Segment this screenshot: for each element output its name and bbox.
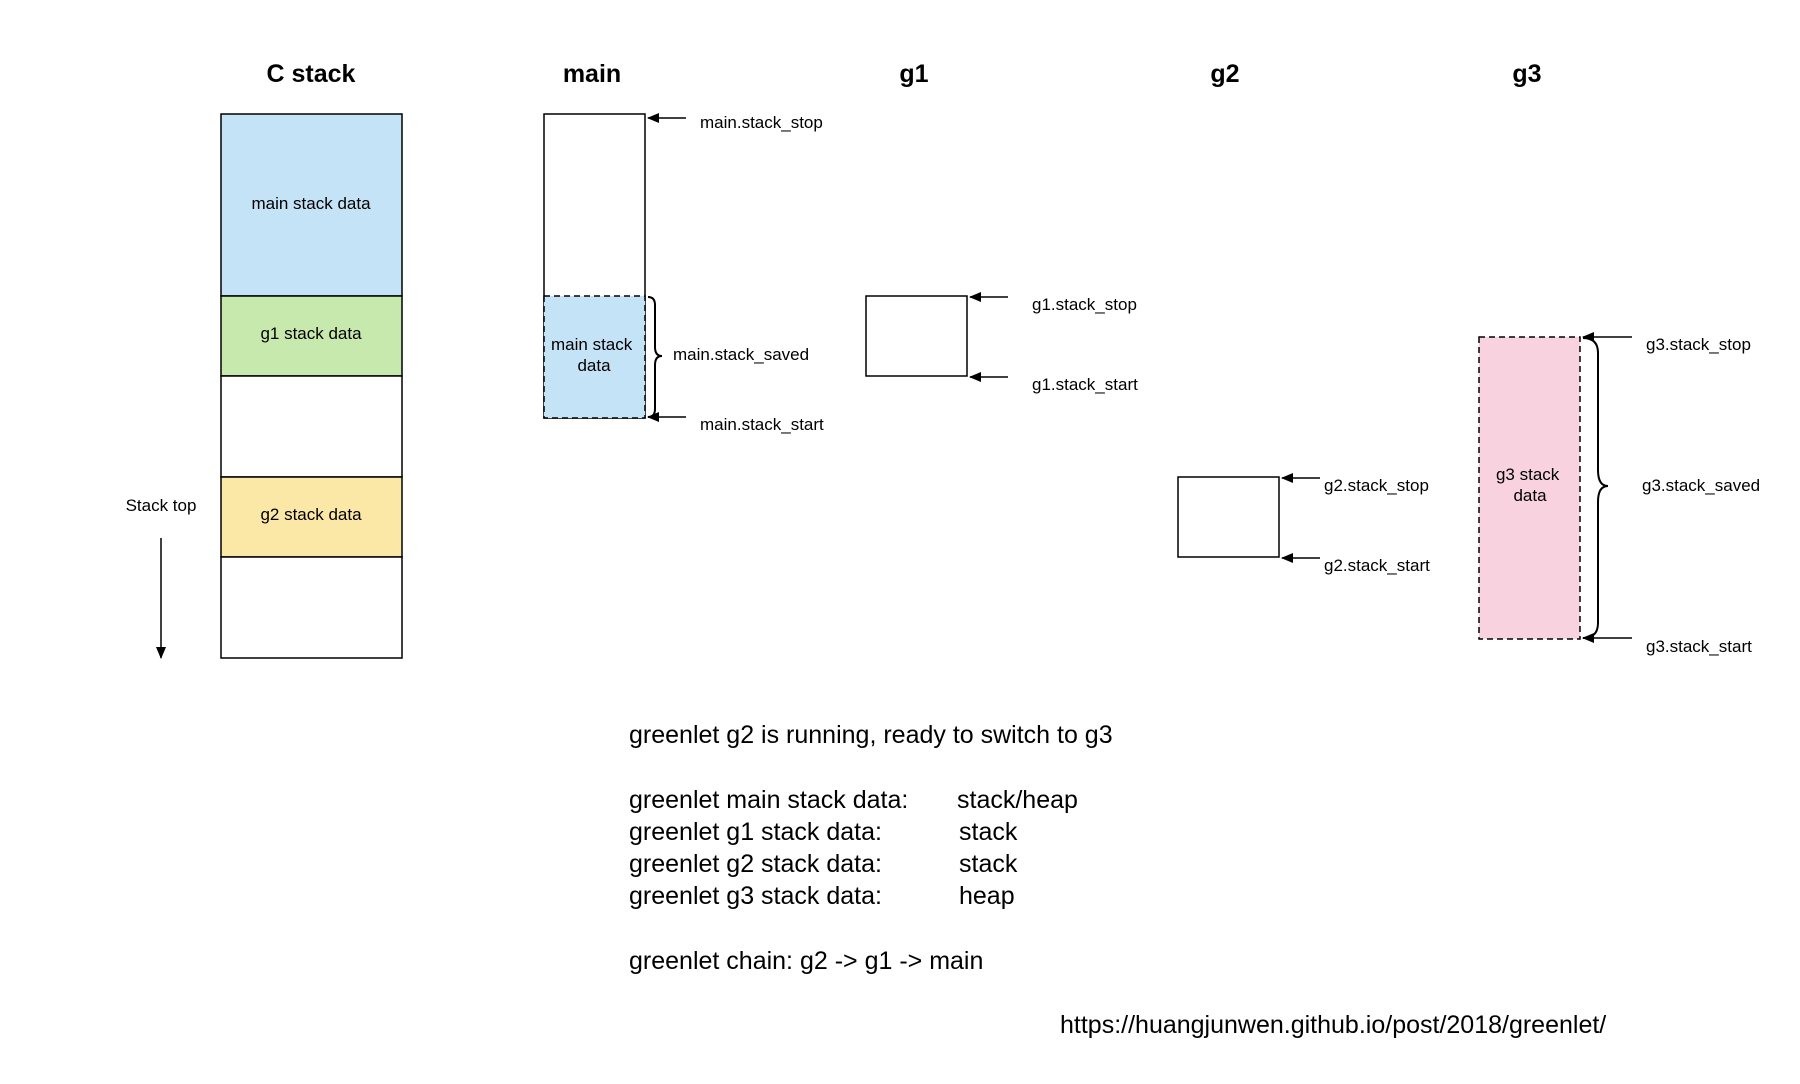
c-stack-header: C stack — [267, 60, 356, 88]
g3-column: g3 stack data g3.stack_stop g3.stack_sav… — [1478, 332, 1760, 656]
c-stack-main-segment — [220, 113, 403, 297]
c-stack-empty-segment-2 — [220, 556, 403, 659]
g1-stack-box — [865, 295, 968, 377]
g3-header: g3 — [1512, 60, 1541, 88]
main-stack-stop-label: main.stack_stop — [700, 113, 823, 132]
g3-stack-saved-label: g3.stack_saved — [1642, 476, 1760, 495]
row-g3-value: heap — [959, 882, 1015, 910]
g3-stack-saved-brace — [1582, 337, 1609, 639]
main-stack-saved-brace — [647, 296, 663, 418]
main-column: main stack data main.stack_stop main.sta… — [543, 113, 824, 434]
g3-stack-start-label: g3.stack_start — [1646, 637, 1752, 656]
g2-stack-start-label: g2.stack_start — [1324, 556, 1430, 575]
c-stack-column: main stack data g1 stack data g2 stack d… — [126, 113, 403, 659]
row-g2-value: stack — [959, 850, 1018, 878]
row-g3-label: greenlet g3 stack data: — [629, 882, 882, 910]
g2-stack-stop-label: g2.stack_stop — [1324, 476, 1429, 495]
source-url: https://huangjunwen.github.io/post/2018/… — [1060, 1011, 1607, 1039]
row-main-label: greenlet main stack data: — [629, 786, 909, 814]
g2-header: g2 — [1210, 60, 1239, 88]
main-header: main — [563, 60, 621, 88]
c-stack-main-label: main stack data — [251, 194, 371, 213]
g2-column: g2.stack_stop g2.stack_start — [1177, 473, 1430, 575]
c-stack-g2-segment — [220, 476, 403, 558]
main-stack-saved-label: main.stack_saved — [673, 345, 809, 364]
g1-stack-start-label: g1.stack_start — [1032, 375, 1138, 394]
g1-column: g1.stack_stop g1.stack_start — [865, 292, 1138, 394]
g3-saved-region — [1478, 336, 1581, 640]
greenlet-chain-text: greenlet chain: g2 -> g1 -> main — [629, 947, 984, 975]
status-text: greenlet g2 is running, ready to switch … — [629, 721, 1113, 749]
row-g2-label: greenlet g2 stack data: — [629, 850, 882, 878]
c-stack-g1-segment — [220, 295, 403, 377]
main-saved-label: main stack data — [551, 335, 637, 375]
g3-saved-label: g3 stack data — [1496, 465, 1564, 505]
g3-stack-stop-label: g3.stack_stop — [1646, 335, 1751, 354]
g1-stack-stop-label: g1.stack_stop — [1032, 295, 1137, 314]
row-main-value: stack/heap — [957, 786, 1078, 814]
row-g1-label: greenlet g1 stack data: — [629, 818, 882, 846]
g2-stack-box — [1177, 476, 1280, 558]
row-g1-value: stack — [959, 818, 1018, 846]
c-stack-g1-label: g1 stack data — [260, 324, 362, 343]
main-stack-start-label: main.stack_start — [700, 415, 824, 434]
c-stack-empty-segment-1 — [220, 375, 403, 478]
c-stack-g2-label: g2 stack data — [260, 505, 362, 524]
main-saved-region — [543, 295, 646, 419]
g1-header: g1 — [899, 60, 928, 88]
stack-top-label: Stack top — [126, 496, 197, 515]
